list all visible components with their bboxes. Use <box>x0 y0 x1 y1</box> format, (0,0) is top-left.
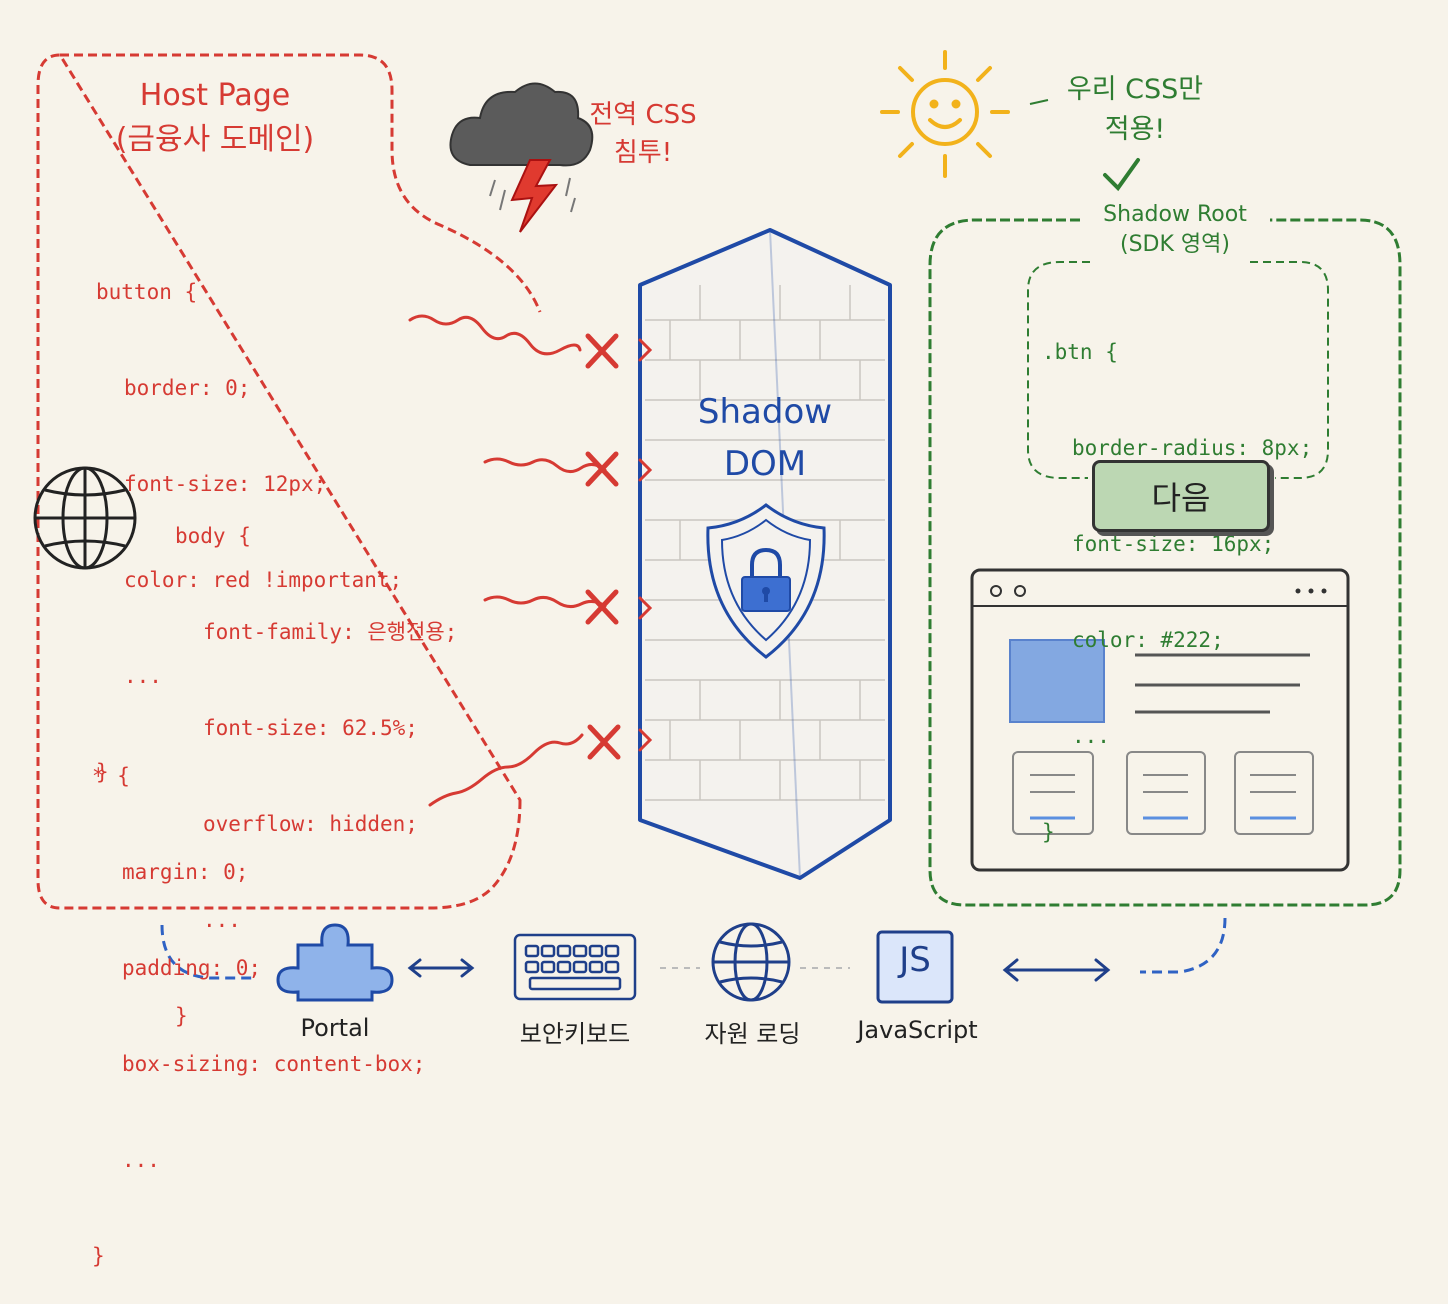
sun-note-line2: 적용! <box>1104 114 1166 145</box>
shadow-root-frame <box>928 218 1402 907</box>
bottom-connector-right <box>1140 917 1227 974</box>
blocked-arrow-2 <box>483 457 607 473</box>
diagram-canvas <box>33 50 1402 1004</box>
css-selector: body { <box>175 524 251 548</box>
keyboard-icon <box>513 933 637 1001</box>
sun-note: 우리 CSS만 적용! <box>1050 70 1220 150</box>
css-close-brace: } <box>92 1244 105 1268</box>
shadow-root-code-frame <box>1027 261 1329 479</box>
css-block-button: button { border: 0; font-size: 12px; col… <box>96 212 402 820</box>
shadow-root-subtitle: (SDK 영역) <box>1120 232 1230 257</box>
css-rule: border-radius: 8px; <box>1072 436 1313 460</box>
js-icon-box <box>876 930 954 1004</box>
host-page-frame <box>36 53 542 910</box>
globe-icon <box>33 466 137 570</box>
shadow-dom-label: Shadow DOM <box>690 386 840 490</box>
css-rule-ellipsis: ... <box>203 908 241 932</box>
shadow-dom-line1: Shadow <box>697 392 833 432</box>
css-rule: color: #222; <box>1072 628 1224 652</box>
css-rule: font-size: 62.5%; <box>203 716 418 740</box>
label-javascript: JavaScript <box>857 1016 978 1044</box>
check-icon <box>1103 158 1140 192</box>
storm-note-line1: 전역 CSS <box>589 100 697 130</box>
globe-loading-icon <box>711 922 791 1002</box>
css-rule: box-sizing: content-box; <box>122 1052 426 1076</box>
blocked-arrow-4 <box>428 733 584 807</box>
blocked-x-icon <box>585 451 619 487</box>
blocked-x-icon <box>585 589 619 625</box>
sun-note-line1: 우리 CSS만 <box>1066 74 1204 105</box>
css-rule: overflow: hidden; <box>203 812 418 836</box>
css-close-brace: } <box>1042 820 1055 844</box>
label-portal: Portal <box>300 1014 370 1042</box>
css-rule: font-family: 은행전용; <box>203 620 458 644</box>
css-rule: padding: 0; <box>122 956 262 980</box>
shadow-root-title: Shadow Root (SDK 영역) <box>1080 200 1270 260</box>
arrow-double-2 <box>1002 958 1111 982</box>
blocked-x-icon <box>585 333 619 369</box>
css-block-btn: .btn { border-radius: 8px; font-size: 16… <box>1042 272 1312 880</box>
css-rule: font-size: 16px; <box>1072 532 1275 556</box>
js-icon: JS <box>899 940 931 980</box>
css-rule: border: 0; <box>124 376 251 400</box>
arrow-double-1 <box>407 958 475 978</box>
css-rule-ellipsis: ... <box>1072 724 1110 748</box>
puzzle-icon <box>276 923 394 1002</box>
css-rule: margin: 0; <box>122 860 249 884</box>
css-close-brace: } <box>96 760 109 784</box>
label-secure-keyboard: 보안키보드 <box>519 1020 631 1048</box>
css-rule: color: red !important; <box>124 568 403 592</box>
storm-note: 전역 CSS 침투! <box>588 96 698 172</box>
host-page-subtitle: (금융사 도메인) <box>115 122 315 157</box>
browser-window-mockup <box>970 568 1350 872</box>
sun-icon <box>880 50 1010 178</box>
css-close-brace: } <box>175 1004 188 1028</box>
label-resource-loading: 자원 로딩 <box>704 1020 801 1048</box>
next-button[interactable]: 다음 <box>1092 460 1270 532</box>
host-page-title: Host Page <box>139 78 291 113</box>
shadow-root-title-text: Shadow Root <box>1103 202 1247 227</box>
storm-note-line2: 침투! <box>613 138 673 168</box>
css-selector: .btn { <box>1042 340 1118 364</box>
blocked-x-icon <box>587 724 621 760</box>
blocked-arrow-3 <box>483 595 607 609</box>
css-selector: button { <box>96 280 198 304</box>
blocked-arrow-1 <box>408 314 582 356</box>
css-rule: font-size: 12px; <box>124 472 327 496</box>
storm-cloud-icon <box>449 82 594 233</box>
shield-lock-icon <box>706 503 826 659</box>
css-rule-ellipsis: ... <box>122 1148 160 1172</box>
css-rule-ellipsis: ... <box>124 664 162 688</box>
css-block-universal: * { margin: 0; padding: 0; box-sizing: c… <box>92 696 425 1304</box>
css-block-body: body { font-family: 은행전용; font-size: 62.… <box>175 456 457 1064</box>
shadow-dom-line2: DOM <box>723 444 807 484</box>
css-selector: * { <box>92 764 130 788</box>
